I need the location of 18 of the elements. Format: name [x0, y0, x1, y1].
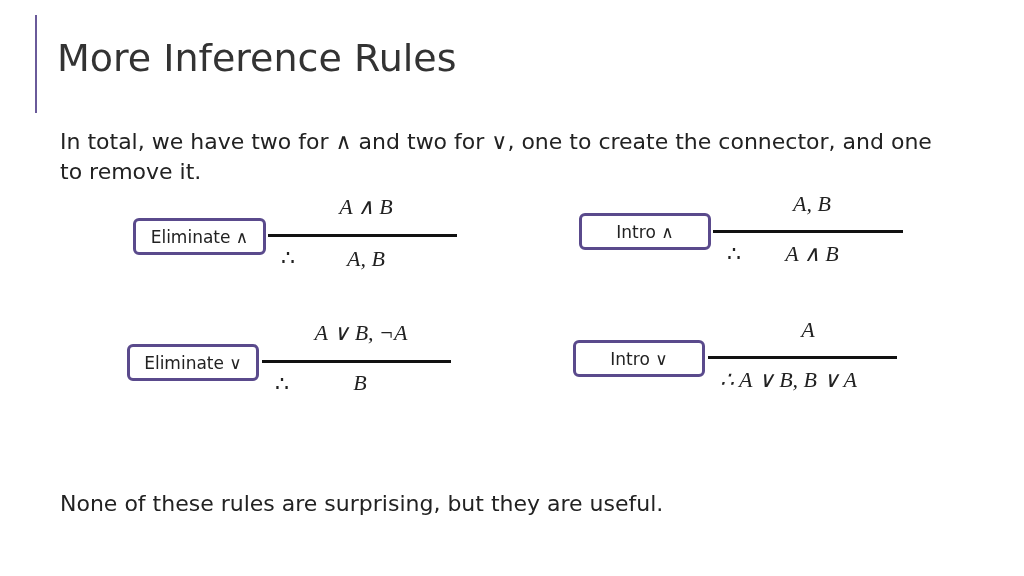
- rule-name-box: Intro ∧: [579, 213, 711, 250]
- therefore-sign: ∴: [281, 245, 295, 271]
- therefore-sign: ∴: [275, 371, 289, 397]
- conclusion: A ∧ B: [785, 241, 839, 267]
- closing-note: None of these rules are surprising, but they are useful.: [60, 490, 665, 518]
- premise: A: [801, 317, 815, 343]
- rule-name-box: Eliminate ∨: [127, 344, 259, 381]
- premise: A, B: [793, 191, 831, 217]
- rule-name-box: Eliminate ∧: [133, 218, 266, 255]
- conclusion: ∴ A ∨ B, B ∨ A: [720, 367, 858, 393]
- premise: A ∨ B, ¬A: [314, 320, 408, 346]
- conclusion: A, B: [347, 246, 385, 272]
- slide-title: More Inference Rules: [57, 36, 457, 80]
- premise: A ∧ B: [339, 194, 393, 220]
- therefore-sign: ∴: [727, 241, 741, 267]
- conclusion: B: [353, 370, 367, 396]
- rule-name-box: Intro ∨: [573, 340, 705, 377]
- intro-paragraph: In total, we have two for ∧ and two for ∨, one to create the connector, and one to remove it.: [60, 128, 933, 186]
